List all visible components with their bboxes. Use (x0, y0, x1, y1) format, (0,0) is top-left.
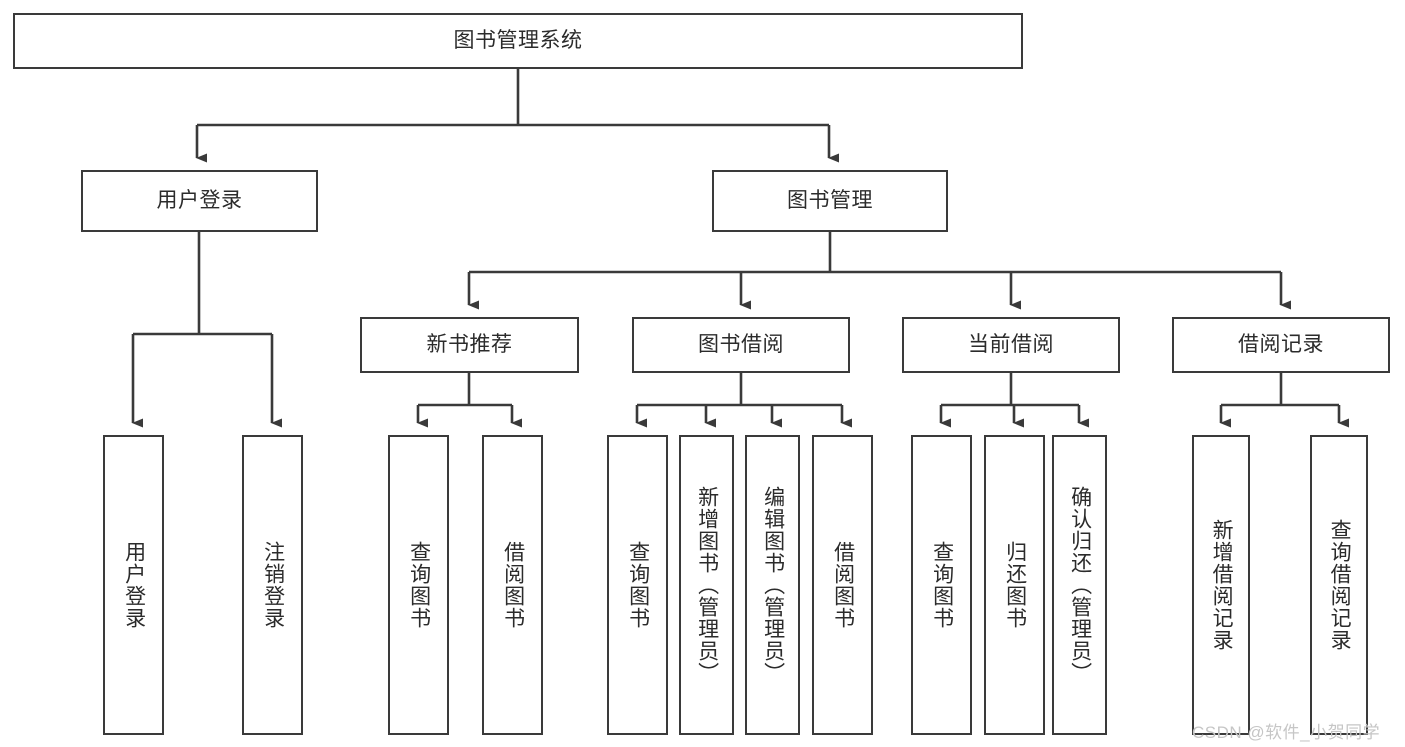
node-book-borrow[interactable]: 图书借阅 (632, 317, 850, 373)
leaf-query-book-borrow[interactable]: 查询图书 (607, 435, 668, 735)
leaf-edit-book-admin[interactable]: 编辑图书（管理员） (745, 435, 800, 735)
leaf-borrow-book-recommend[interactable]: 借阅图书 (482, 435, 543, 735)
leaf-confirm-return-admin[interactable]: 确认归还（管理员） (1052, 435, 1107, 735)
node-book-management-group[interactable]: 图书管理 (712, 170, 948, 232)
leaf-query-book-recommend[interactable]: 查询图书 (388, 435, 449, 735)
leaf-return-book[interactable]: 归还图书 (984, 435, 1045, 735)
leaf-add-borrow-record[interactable]: 新增借阅记录 (1192, 435, 1250, 735)
node-borrow-record[interactable]: 借阅记录 (1172, 317, 1390, 373)
csdn-watermark: CSDN @软件_小贺同学 (1192, 723, 1381, 742)
leaf-borrow-book[interactable]: 借阅图书 (812, 435, 873, 735)
leaf-query-borrow-record[interactable]: 查询借阅记录 (1310, 435, 1368, 735)
node-user-login-group[interactable]: 用户登录 (81, 170, 318, 232)
leaf-user-login[interactable]: 用户登录 (103, 435, 164, 735)
node-current-borrow[interactable]: 当前借阅 (902, 317, 1120, 373)
leaf-add-book-admin[interactable]: 新增图书（管理员） (679, 435, 734, 735)
node-root[interactable]: 图书管理系统 (13, 13, 1023, 69)
leaf-logout[interactable]: 注销登录 (242, 435, 303, 735)
leaf-query-book-current[interactable]: 查询图书 (911, 435, 972, 735)
node-new-book-recommend[interactable]: 新书推荐 (360, 317, 579, 373)
